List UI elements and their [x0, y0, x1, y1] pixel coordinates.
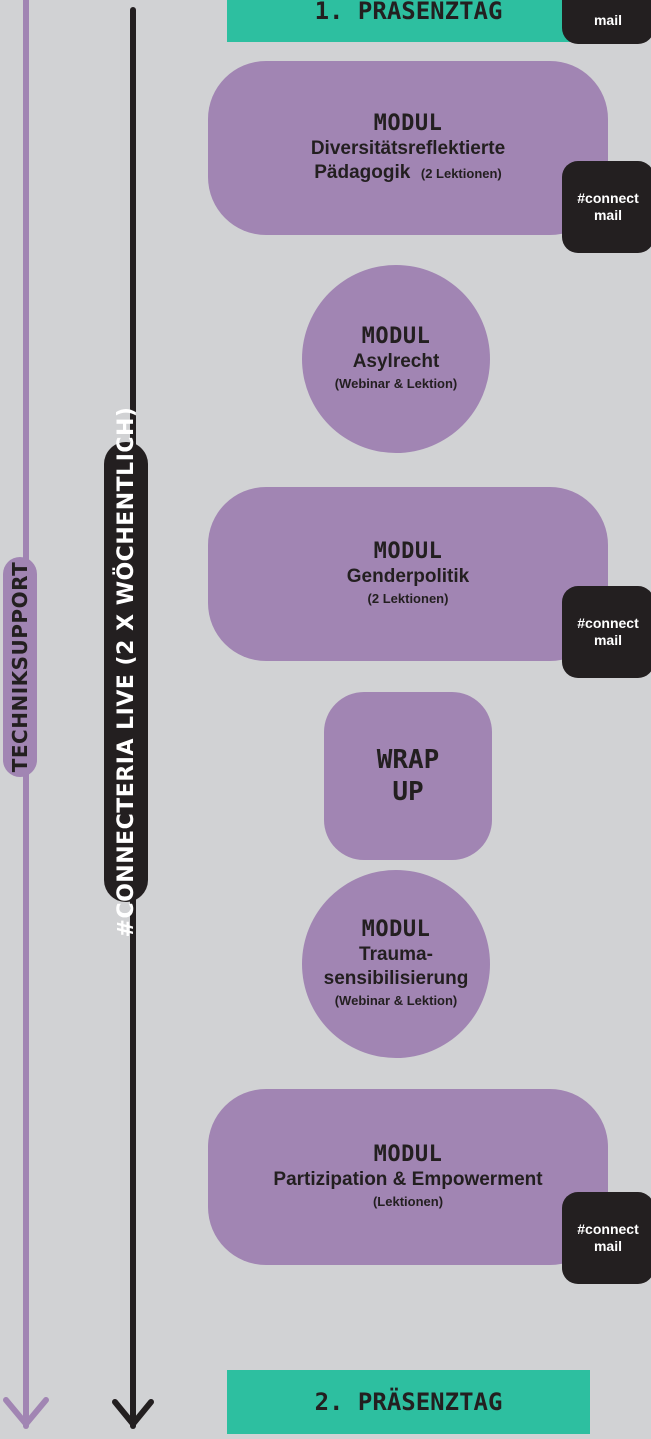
first-praesenztag-text: 1. PRÄSENZTAG	[314, 0, 503, 25]
wrap-up-line1: WRAP	[376, 745, 440, 775]
module-title-line2: Pädagogik (2 Lektionen)	[314, 161, 502, 185]
module-genderpolitik: MODUL Genderpolitik (2 Lektionen)	[208, 487, 608, 661]
badge-line2: mail	[593, 207, 622, 223]
module-heading: MODUL	[361, 324, 431, 349]
module-traumasensibilisierung: MODUL Trauma- sensibilisierung (Webinar …	[302, 870, 490, 1058]
connect-mail-badge: #connect mail	[562, 161, 651, 253]
module-title-line1: Trauma-	[359, 944, 433, 965]
module-heading: MODUL	[373, 1142, 443, 1167]
connect-mail-badge: #connect mail	[562, 1192, 651, 1284]
badge-line1: #connect	[577, 615, 639, 631]
connect-mail-badge: #connect mail	[562, 586, 651, 678]
badge-top-text: mail	[593, 11, 622, 28]
connect-mail-badge-top: mail	[562, 0, 651, 44]
connecteria-live-text: #CONNECTERIA LIVE (2 X WÖCHENTLICH)	[113, 406, 139, 938]
badge-line2: mail	[593, 1238, 622, 1254]
module-detail: (2 Lektionen)	[420, 166, 502, 181]
module-heading: MODUL	[373, 539, 443, 564]
module-title-line1: Diversitätsreflektierte	[310, 138, 506, 159]
module-heading: MODUL	[361, 917, 431, 942]
module-title: Genderpolitik	[346, 566, 470, 587]
module-title-line2: sensibilisierung	[323, 968, 469, 989]
first-praesenztag: 1. PRÄSENZTAG	[227, 0, 590, 42]
wrap-up-line2: UP	[392, 777, 424, 807]
wrap-up: WRAP UP	[324, 692, 492, 860]
module-heading: MODUL	[373, 111, 443, 136]
module-title: Asylrecht	[352, 351, 440, 372]
module-diversity: MODUL Diversitätsreflektierte Pädagogik …	[208, 61, 608, 235]
module-detail: (Lektionen)	[372, 1194, 444, 1209]
module-detail: (Webinar & Lektion)	[334, 993, 458, 1008]
badge-line1: #connect	[577, 190, 639, 206]
techniksupport-text: TECHNIKSUPPORT	[8, 561, 32, 773]
module-partizipation: MODUL Partizipation & Empowerment (Lekti…	[208, 1089, 608, 1265]
module-title: Partizipation & Empowerment	[273, 1169, 543, 1190]
module-title-line2-text: Pädagogik	[314, 162, 411, 183]
techniksupport-label: TECHNIKSUPPORT	[3, 557, 37, 777]
module-detail: (2 Lektionen)	[367, 591, 449, 606]
module-detail: (Webinar & Lektion)	[334, 376, 458, 391]
second-praesenztag-text: 2. PRÄSENZTAG	[314, 1388, 503, 1416]
badge-line2: mail	[593, 632, 622, 648]
module-asylrecht: MODUL Asylrecht (Webinar & Lektion)	[302, 265, 490, 453]
badge-line1: #connect	[577, 1221, 639, 1237]
connecteria-live-label: #CONNECTERIA LIVE (2 X WÖCHENTLICH)	[104, 407, 148, 937]
second-praesenztag: 2. PRÄSENZTAG	[227, 1370, 590, 1434]
